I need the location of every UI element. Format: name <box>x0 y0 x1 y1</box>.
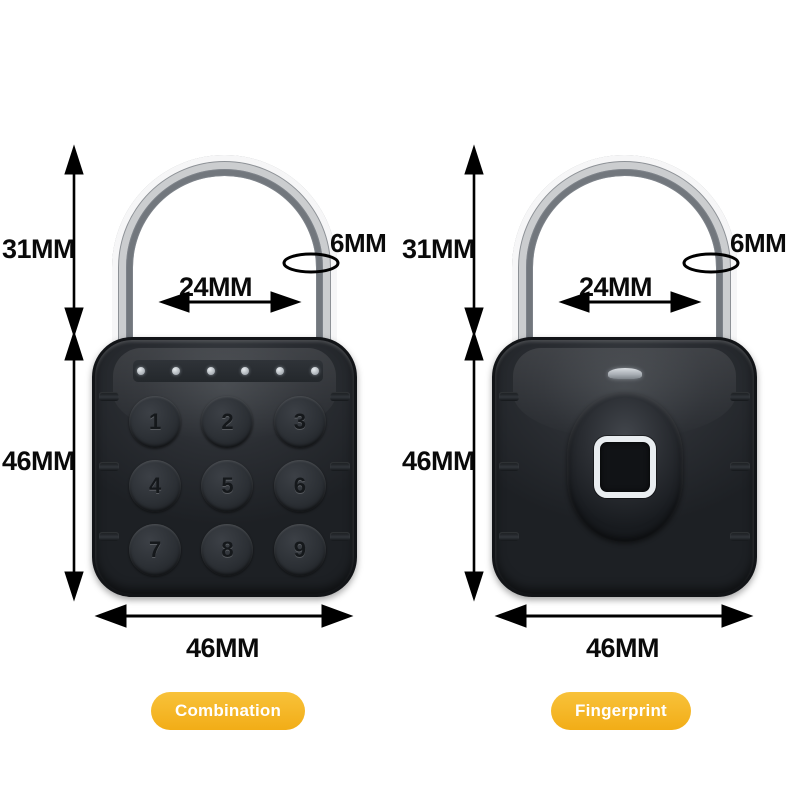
led-indicator-row <box>133 360 323 382</box>
product-badge-combination[interactable]: Combination <box>151 692 306 730</box>
dimension-label-shackle-inner-width: 24MM <box>579 272 653 302</box>
led-indicator <box>206 367 215 375</box>
fingerprint-sensor-icon[interactable] <box>593 436 656 498</box>
grip-notch <box>499 532 519 541</box>
product-fingerprint-lock: 31MM 46MM 24MM 6MM 46MM <box>400 0 800 800</box>
grip-notch <box>499 392 519 401</box>
keypad-key-7[interactable]: 7 <box>129 524 182 576</box>
dimension-label-body-height: 46MM <box>2 446 76 476</box>
grip-notch <box>499 462 519 471</box>
grip-notch <box>730 462 750 471</box>
keypad-key-4[interactable]: 4 <box>129 460 182 512</box>
grip-notch <box>99 532 119 541</box>
keypad-key-2[interactable]: 2 <box>201 396 254 448</box>
grip-notch <box>330 532 350 541</box>
dimension-label-shackle-height: 31MM <box>2 234 76 264</box>
dimension-label-shackle-diameter: 6MM <box>330 228 387 258</box>
grip-notch <box>99 392 119 401</box>
keypad-key-6[interactable]: 6 <box>273 460 326 512</box>
lock-body-fingerprint <box>492 337 757 597</box>
dimension-label-body-height: 46MM <box>402 446 476 476</box>
dimension-label-body-width: 46MM <box>586 633 660 663</box>
keypad-key-8[interactable]: 8 <box>201 524 254 576</box>
dimension-label-shackle-height: 31MM <box>402 234 476 264</box>
led-indicator <box>137 367 145 375</box>
keypad-key-1[interactable]: 1 <box>129 396 182 448</box>
product-badge-fingerprint[interactable]: Fingerprint <box>551 692 691 730</box>
status-led-indicator <box>607 368 642 379</box>
led-indicator <box>310 367 319 375</box>
dimension-label-shackle-diameter: 6MM <box>730 228 787 258</box>
shackle-combination <box>112 155 337 485</box>
keypad-key-3[interactable]: 3 <box>273 396 326 448</box>
dimension-label-shackle-inner-width: 24MM <box>179 272 253 302</box>
grip-notch <box>330 462 350 471</box>
shackle-fingerprint <box>512 155 737 485</box>
led-indicator <box>241 367 250 375</box>
led-indicator <box>276 367 285 375</box>
fingerprint-pad[interactable] <box>566 392 683 542</box>
led-indicator <box>171 367 180 375</box>
dimension-label-body-width: 46MM <box>186 633 260 663</box>
grip-notch <box>730 392 750 401</box>
grip-notch <box>99 462 119 471</box>
grip-notch <box>330 392 350 401</box>
keypad-key-9[interactable]: 9 <box>273 524 326 576</box>
grip-notch <box>730 532 750 541</box>
keypad-key-5[interactable]: 5 <box>201 460 254 512</box>
